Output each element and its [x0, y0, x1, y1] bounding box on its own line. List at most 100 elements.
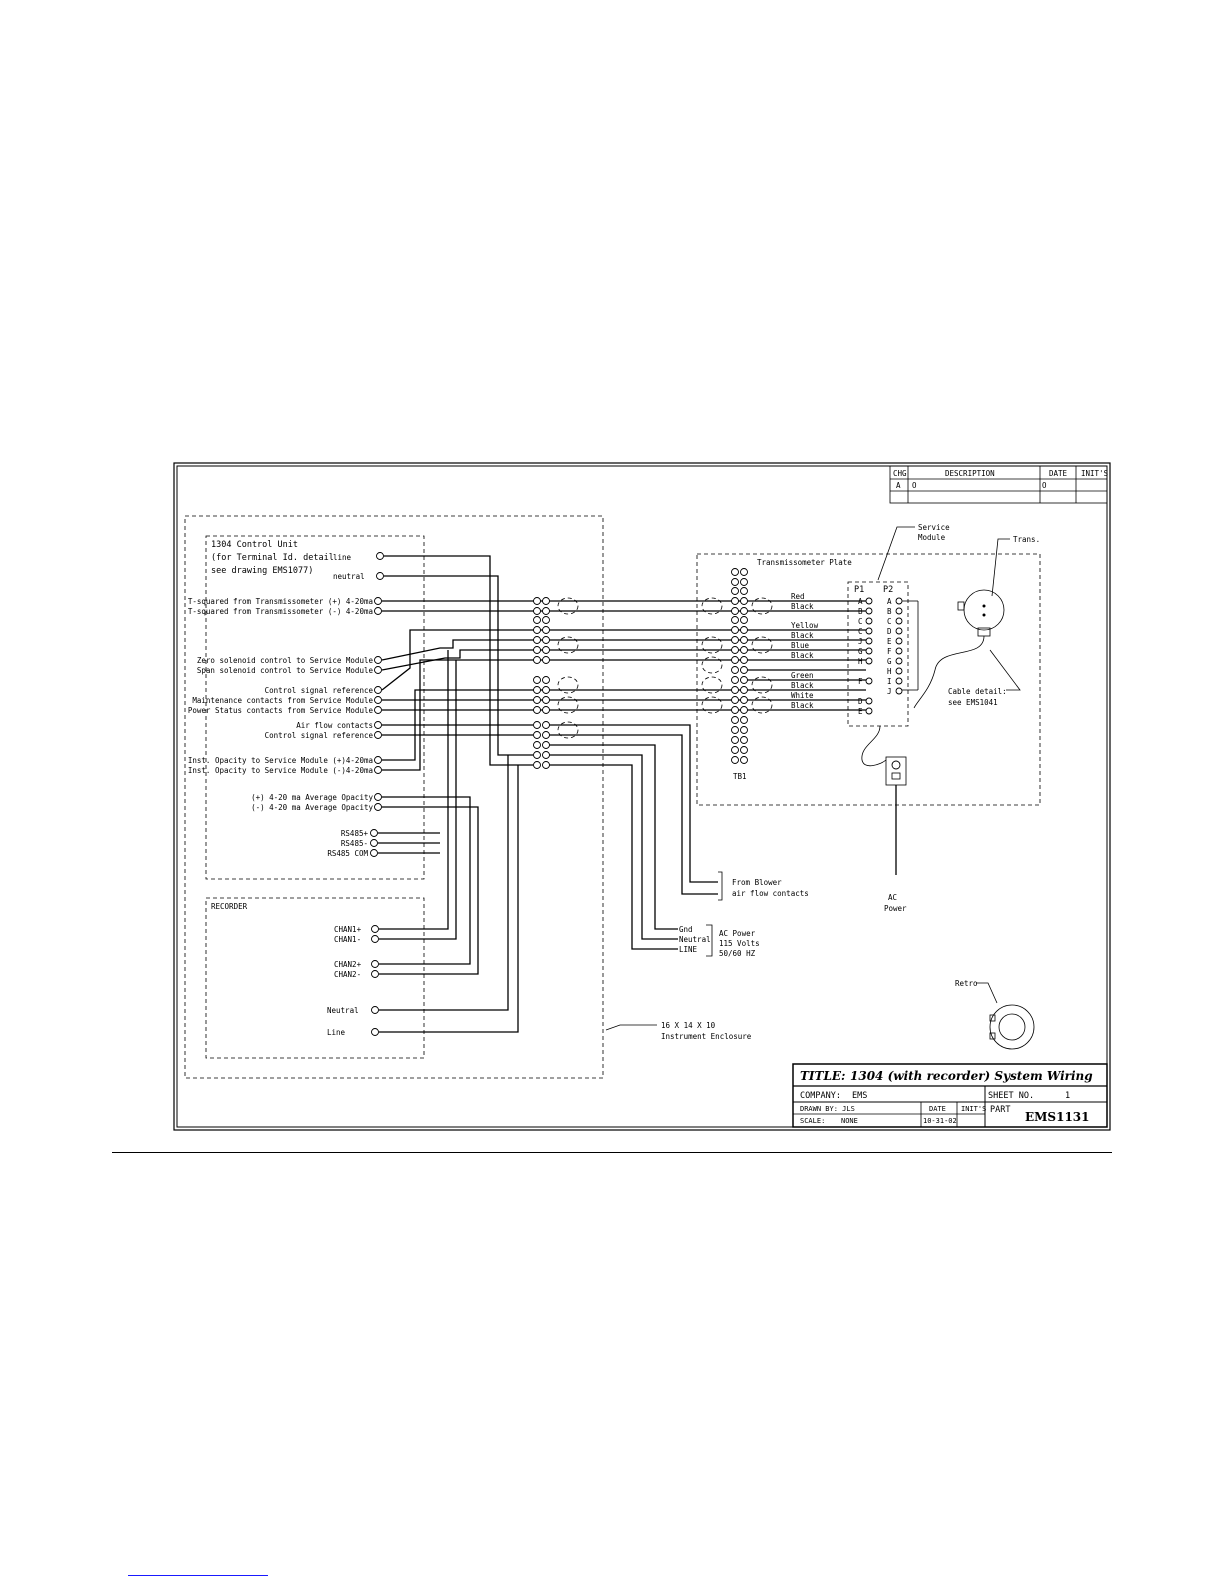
rev-header-description: DESCRIPTION — [945, 469, 995, 478]
rev-cell-chg: A — [896, 481, 901, 490]
signal-label: Power Status contacts from Service Modul… — [188, 706, 374, 715]
svg-text:Power: Power — [884, 904, 907, 913]
control-unit-signal-labels: T-squared from Transmissometer (+) 4-20m… — [188, 597, 374, 858]
line-label: line — [333, 553, 352, 562]
svg-text:A: A — [858, 597, 863, 606]
service-module: Service Module P1 P2 A B C C J G H F D E… — [854, 523, 950, 716]
tb1-terminal-block: TB1 — [701, 568, 773, 781]
rev-cell-description: O — [912, 481, 917, 490]
svg-text:G: G — [887, 657, 892, 666]
svg-text:Green: Green — [791, 671, 814, 680]
revision-table: CHG DESCRIPTION DATE INIT'S A O O — [889, 465, 1109, 504]
svg-text:16 X 14 X 10: 16 X 14 X 10 — [661, 1021, 716, 1030]
svg-text:G: G — [858, 647, 863, 656]
signal-label: (+) 4-20 ma Average Opacity — [251, 793, 373, 802]
recorder-channels: CHAN1+ CHAN1- CHAN2+ CHAN2- Neutral Line — [327, 925, 379, 1037]
svg-text:J: J — [887, 687, 892, 696]
blower-note: From Blower air flow contacts — [718, 871, 809, 901]
svg-text:50/60 HZ: 50/60 HZ — [719, 949, 756, 958]
rev-header-date: DATE — [1049, 469, 1068, 478]
svg-text:H: H — [858, 657, 863, 666]
wire-color-labels: Red Black Yellow Black Blue Black Green … — [791, 592, 819, 710]
terminal-strip — [533, 597, 579, 769]
title-label: TITLE: — [800, 1069, 846, 1083]
part-value: EMS1131 — [1025, 1110, 1090, 1124]
svg-text:D: D — [858, 697, 863, 706]
signal-label: T-squared from Transmissometer (+) 4-20m… — [188, 597, 373, 606]
scale-label: SCALE: — [800, 1117, 825, 1125]
svg-text:B: B — [858, 607, 863, 616]
company-value: EMS — [852, 1091, 867, 1101]
svg-text:A: A — [887, 597, 892, 606]
neutral-label: neutral — [333, 572, 365, 581]
inits-label: INIT'S — [961, 1105, 986, 1113]
svg-text:see EMS1041: see EMS1041 — [948, 698, 998, 707]
part-label: PART — [990, 1105, 1010, 1115]
signal-label: T-squared from Transmissometer (-) 4-20m… — [188, 607, 373, 616]
svg-text:E: E — [887, 637, 892, 646]
recorder-box — [205, 897, 425, 1059]
svg-text:E: E — [858, 707, 863, 716]
rev-cell-date: O — [1042, 481, 1047, 490]
signal-label: Air flow contacts — [296, 721, 373, 730]
svg-text:(for Terminal Id. detail: (for Terminal Id. detail — [211, 553, 334, 563]
svg-text:Cable detail:: Cable detail: — [948, 687, 1007, 696]
signal-label: Maintenance contacts from Service Module — [192, 696, 373, 705]
date-value: 10-31-02 — [923, 1117, 957, 1125]
svg-text:LINE: LINE — [679, 945, 698, 954]
rev-header-chg: CHG — [893, 469, 907, 478]
page-divider — [112, 1152, 1112, 1153]
svg-text:Black: Black — [791, 681, 814, 690]
svg-text:From Blower: From Blower — [732, 878, 782, 887]
svg-text:J: J — [858, 637, 863, 646]
svg-text:Red: Red — [791, 592, 805, 601]
footer-link-underline[interactable] — [128, 1575, 268, 1576]
rev-header-inits: INIT'S — [1081, 469, 1109, 478]
svg-text:AC Power: AC Power — [719, 929, 756, 938]
signal-label: RS485- — [341, 839, 368, 848]
svg-text:F: F — [858, 677, 863, 686]
drawn-by: DRAWN BY: JLS — [800, 1105, 855, 1113]
svg-text:Instrument Enclosure: Instrument Enclosure — [661, 1032, 752, 1041]
transmissometer-plate-label: Transmissometer Plate — [757, 558, 852, 567]
sheet-label: SHEET NO. — [988, 1091, 1034, 1101]
date-label: DATE — [929, 1105, 946, 1113]
recorder-title: RECORDER — [211, 902, 248, 911]
svg-text:CHAN2+: CHAN2+ — [334, 960, 362, 969]
svg-text:P1: P1 — [854, 585, 864, 595]
trans-head: Trans. — [913, 535, 1040, 709]
svg-text:Module: Module — [918, 533, 946, 542]
service-module-box — [847, 581, 909, 727]
cable-detail-note: Cable detail: see EMS1041 — [948, 649, 1021, 707]
svg-text:Black: Black — [791, 651, 814, 660]
svg-text:115 Volts: 115 Volts — [719, 939, 760, 948]
sheet-value: 1 — [1065, 1091, 1070, 1101]
svg-text:Black: Black — [791, 602, 814, 611]
retro-reflector: Retro — [955, 979, 1035, 1050]
svg-text:Yellow: Yellow — [791, 621, 819, 630]
signal-label: Inst. Opacity to Service Module (+)4-20m… — [188, 756, 373, 765]
title-value: 1304 (with recorder) System Wiring — [850, 1069, 1093, 1083]
svg-text:CHAN1-: CHAN1- — [334, 935, 361, 944]
signal-label: Zero solenoid control to Service Module — [197, 656, 374, 665]
enclosure-note: 16 X 14 X 10 Instrument Enclosure — [605, 1021, 752, 1041]
svg-text:Blue: Blue — [791, 641, 810, 650]
svg-text:I: I — [887, 677, 892, 686]
control-unit-box — [205, 535, 425, 880]
svg-text:Trans.: Trans. — [1013, 535, 1040, 544]
svg-text:White: White — [791, 691, 814, 700]
svg-text:H: H — [887, 667, 892, 676]
drawing-frame — [173, 462, 1111, 1131]
svg-text:Neutral: Neutral — [679, 935, 711, 944]
signal-label: Span solenoid control to Service Module — [197, 666, 374, 675]
signal-label: RS485 COM — [327, 849, 368, 858]
svg-text:Retro: Retro — [955, 979, 978, 988]
scale-value: NONE — [841, 1117, 858, 1125]
svg-text:P2: P2 — [883, 585, 893, 595]
ac-outlet: AC Power — [861, 725, 907, 913]
control-unit-title: 1304 Control Unit (for Terminal Id. deta… — [211, 540, 334, 576]
transmissometer-plate-box — [696, 553, 1041, 806]
svg-text:Line: Line — [327, 1028, 346, 1037]
signal-label: Control signal reference — [265, 731, 374, 740]
ac-power-note: Gnd Neutral LINE AC Power 115 Volts 50/6… — [679, 924, 760, 958]
